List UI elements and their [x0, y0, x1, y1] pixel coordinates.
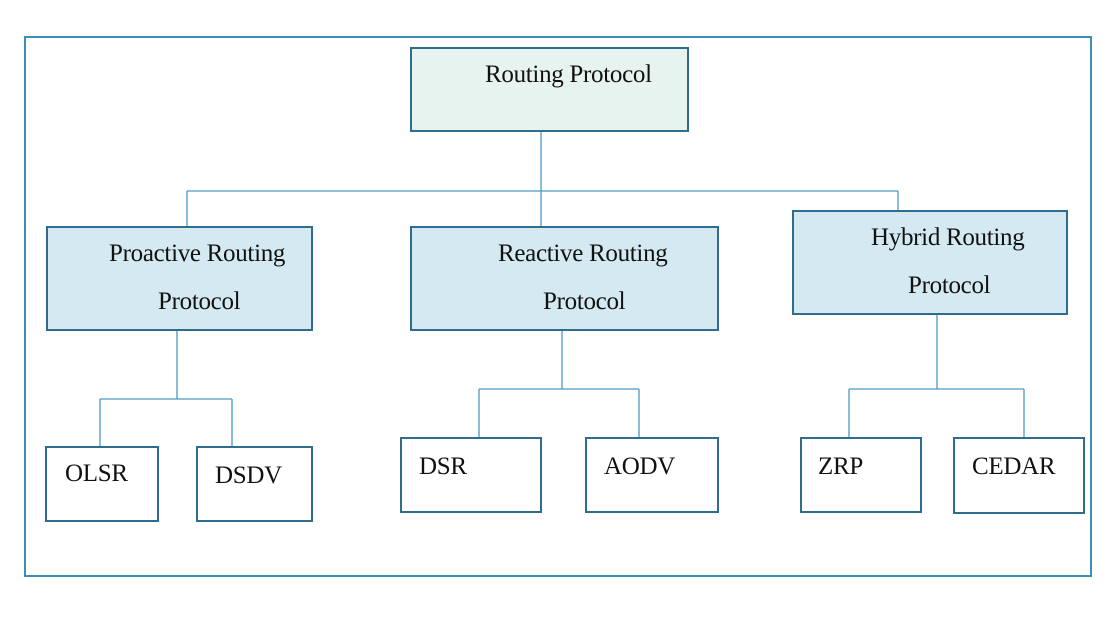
diagram-frame: [24, 36, 1092, 577]
node-olsr-label: OLSR: [65, 460, 128, 487]
node-aodv: AODV: [585, 437, 719, 513]
node-routing-protocol: Routing Protocol: [410, 47, 689, 132]
node-olsr: OLSR: [45, 446, 159, 522]
node-zrp: ZRP: [800, 437, 922, 513]
node-proactive-line2: Protocol: [158, 288, 241, 315]
node-dsr: DSR: [400, 437, 542, 513]
node-cedar-label: CEDAR: [972, 453, 1056, 480]
node-dsdv: DSDV: [196, 446, 313, 522]
node-proactive-line1: Proactive Routing: [109, 240, 286, 267]
node-routing-protocol-label: Routing Protocol: [485, 61, 652, 88]
node-zrp-label: ZRP: [818, 453, 863, 480]
node-dsdv-label: DSDV: [215, 462, 282, 489]
node-reactive-routing-protocol: Reactive Routing Protocol: [410, 226, 719, 331]
node-cedar: CEDAR: [953, 437, 1085, 514]
node-reactive-line1: Reactive Routing: [498, 240, 668, 267]
node-hybrid-routing-protocol: Hybrid Routing Protocol: [792, 210, 1068, 315]
node-hybrid-line1: Hybrid Routing: [871, 224, 1025, 251]
node-aodv-label: AODV: [604, 453, 676, 480]
node-proactive-routing-protocol: Proactive Routing Protocol: [46, 226, 313, 331]
node-reactive-line2: Protocol: [543, 288, 626, 315]
node-hybrid-line2: Protocol: [908, 272, 991, 299]
node-dsr-label: DSR: [419, 453, 467, 480]
